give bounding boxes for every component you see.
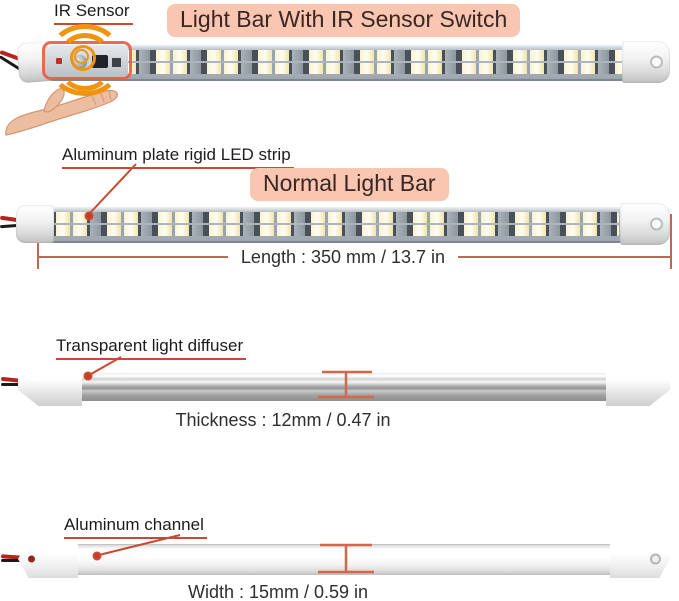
led-row [51, 50, 623, 61]
diffuser-profile [74, 373, 614, 401]
mounting-hole-icon [28, 555, 35, 563]
width-dimension-text: Width : 15mm / 0.59 in [187, 582, 369, 601]
power-wire-black [1, 383, 25, 386]
mounting-hole-icon [650, 553, 661, 565]
normal-bar-title: Normal Light Bar [250, 168, 449, 201]
channel-profile [72, 544, 616, 575]
normal-light-bar-image [0, 203, 670, 245]
channel-bar-image [0, 540, 670, 578]
ir-sensor-label: IR Sensor [54, 1, 133, 25]
power-wire-black [1, 559, 23, 562]
end-cap-right [610, 540, 670, 578]
channel-label: Aluminum channel [64, 515, 207, 539]
end-cap-left [18, 368, 82, 406]
hand-icon [5, 88, 118, 136]
ir-wave-icon [49, 24, 121, 84]
ir-light-bar-image [0, 40, 670, 84]
led-strip [48, 45, 626, 81]
end-cap-right [620, 203, 670, 245]
led-row [51, 63, 623, 74]
mounting-hole-icon [650, 55, 663, 69]
ir-bar-title: Light Bar With IR Sensor Switch [167, 4, 521, 37]
ir-wave-icon [49, 36, 121, 96]
led-row [53, 225, 619, 236]
led-strip [50, 207, 622, 243]
mounting-hole-icon [650, 217, 663, 231]
led-row [53, 212, 619, 223]
diffuser-bar-image [0, 368, 670, 406]
led-strip-label: Aluminum plate rigid LED strip [62, 145, 294, 169]
sensor-ring-icon [74, 49, 89, 64]
diffuser-label: Transparent light diffuser [56, 336, 247, 360]
length-dimension-text: Length : 350 mm / 13.7 in [240, 247, 446, 267]
end-cap-left [16, 205, 54, 243]
end-cap-left [18, 540, 78, 578]
end-cap-right [622, 41, 670, 83]
end-cap-right [606, 368, 670, 406]
ir-wave-icon [59, 45, 111, 91]
thickness-dimension-text: Thickness : 12mm / 0.47 in [175, 410, 391, 430]
ir-wave-icon [59, 33, 111, 79]
sensor-ring-icon [70, 45, 96, 71]
